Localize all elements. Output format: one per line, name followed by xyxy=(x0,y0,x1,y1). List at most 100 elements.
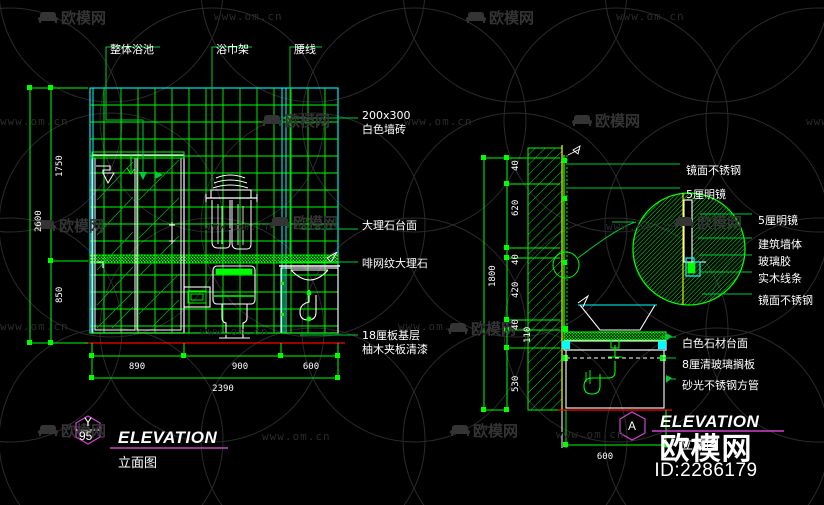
watermark-brand-text: 欧模网 xyxy=(61,423,107,440)
elevation-tag-right[interactable] xyxy=(619,411,784,441)
right-horizontal-dimension-text: 600 xyxy=(596,452,614,462)
watermark-brand-logo: 欧模网 xyxy=(36,215,104,236)
left-horizontal-dimension-text: 890 xyxy=(128,362,146,372)
watermark-url: www.om.cn xyxy=(404,115,473,128)
watermark-brand-logo: 欧模网 xyxy=(572,110,640,131)
shower-head xyxy=(96,165,111,174)
vertical-dimension-left xyxy=(29,87,88,344)
right-callout-glass-glue-label: 玻璃胶 xyxy=(758,255,791,268)
vanity-section xyxy=(558,294,672,411)
sofa-icon xyxy=(448,323,468,334)
sofa-icon xyxy=(36,220,56,231)
elevation-subtitle-right: 立面图 xyxy=(680,438,720,453)
left-elevation-drawing[interactable] xyxy=(27,46,358,449)
horizontal-dimension-right xyxy=(565,410,667,448)
watermark-url: www.om.cn xyxy=(0,320,69,333)
watermark-brand-logo: 欧模网 xyxy=(466,7,534,28)
right-callout-solid-wood-line-label: 实木线条 xyxy=(758,272,802,285)
left-callout-waist-line-label: 腰线 xyxy=(294,43,316,56)
watermark-brand-text: 欧模网 xyxy=(489,10,535,27)
right-vertical-dimension-text: 620 xyxy=(511,199,521,216)
right-vertical-dimension-text: 40 xyxy=(511,254,521,265)
left-horizontal-dimension-text: 2390 xyxy=(212,384,234,394)
watermark-brand-text: 欧模网 xyxy=(697,215,743,232)
elevation-title-right: ELEVATION xyxy=(660,412,760,431)
left-vertical-dimension-text: 850 xyxy=(55,286,65,303)
right-vertical-dimension-text: 40 xyxy=(511,160,521,171)
sofa-icon xyxy=(38,425,58,436)
watermark-brand-text: 欧模网 xyxy=(59,218,105,235)
right-callout-brushed-steel-tube-label: 砂光不锈钢方管 xyxy=(682,379,759,392)
watermark-url: www.om.cn xyxy=(204,220,273,233)
right-callout-mirror-5mm-label: 5厘明镜 xyxy=(758,214,798,227)
towel-rack-assembly xyxy=(205,174,258,250)
watermark-url: www.om.cn xyxy=(262,430,331,443)
right-section-drawing[interactable] xyxy=(481,145,784,448)
mirror-panel xyxy=(562,155,568,332)
watermark-brand-text: 欧模网 xyxy=(293,215,339,232)
watermark-url: www.om.cn xyxy=(556,428,625,441)
detail-circle xyxy=(612,192,752,306)
left-callout-marble-top-label: 大理石台面 xyxy=(362,219,417,232)
watermark-brand-logo: 欧模网 xyxy=(450,420,518,441)
door-handle xyxy=(169,222,175,244)
watermark-brand-text: 欧模网 xyxy=(473,423,519,440)
watermark-brand-text: 欧模网 xyxy=(285,113,331,130)
left-callout-towel-rack-label: 浴巾架 xyxy=(216,43,249,56)
sofa-icon xyxy=(466,12,486,23)
dimension-ticks xyxy=(27,85,53,345)
detail-leader xyxy=(577,221,637,259)
elevation-tag-left[interactable] xyxy=(75,415,228,449)
waist-line-band xyxy=(89,254,339,264)
right-vertical-dimension-text: 40 xyxy=(511,319,521,330)
watermark-brand-text: 欧模网 xyxy=(471,321,517,338)
left-vertical-dimension-text: 2600 xyxy=(34,210,44,232)
watermark-url: www.om.cn xyxy=(0,115,69,128)
watermark-url: www.om.cn xyxy=(806,115,824,128)
sofa-icon xyxy=(38,12,58,23)
callout-leaders-top xyxy=(105,46,322,258)
right-callout-building-wall-label: 建筑墙体 xyxy=(758,238,802,251)
watermark-brand-logo: 欧模网 xyxy=(38,7,106,28)
right-callout-glass-shelf-8mm-label: 8厘清玻璃搁板 xyxy=(682,358,755,371)
right-callout-mirror-stainless-top-label: 镜面不锈钢 xyxy=(686,164,741,177)
elevation-tag-letter-right: A xyxy=(628,419,637,433)
elevation-tag-letter-left: Y xyxy=(84,415,93,429)
callout-leaders-right xyxy=(283,117,358,336)
elevation-tag-number-left: 95 xyxy=(79,429,93,443)
elevation-title-left: ELEVATION xyxy=(118,428,218,447)
detail-reference-circle xyxy=(552,251,580,279)
right-callout-mirror-5mm-top-label: 5厘明镜 xyxy=(686,188,726,201)
right-callout-mirror-stainless-label: 镜面不锈钢 xyxy=(758,294,813,307)
watermark-brand-logo: 欧模网 xyxy=(270,212,338,233)
right-vertical-dimension-text: 110 xyxy=(523,326,533,343)
right-vertical-dimension-text: 420 xyxy=(511,281,521,298)
elevation-subtitle-left: 立面图 xyxy=(118,456,158,471)
sofa-icon xyxy=(270,217,290,228)
upper-callout-leaders xyxy=(568,163,680,189)
building-wall-hatch xyxy=(527,147,563,411)
sofa-icon xyxy=(262,115,282,126)
watermark-brand-logo: 欧模网 xyxy=(448,318,516,339)
right-vertical-dimension-text: 1800 xyxy=(488,265,498,287)
vanity-sink-elevation xyxy=(279,251,340,334)
left-horizontal-dimension-text: 600 xyxy=(302,362,320,372)
left-vertical-dimension-text: 1750 xyxy=(55,155,65,177)
watermark-url: www.om.cn xyxy=(616,10,685,23)
watermark-url: www.om.cn xyxy=(200,325,269,338)
vertical-dimension-right xyxy=(483,157,560,411)
left-callout-plywood-base-label: 18厘板基层柚木夹板清漆 xyxy=(362,329,428,357)
watermark-brand-logo: 欧模网 xyxy=(38,420,106,441)
watermark-brand-text: 欧模网 xyxy=(61,10,107,27)
left-callout-bathtub-label: 整体浴池 xyxy=(110,43,154,56)
left-callout-coffee-marble-label: 啡网纹大理石 xyxy=(362,257,428,270)
id-watermark: ID:2286179 xyxy=(654,460,758,481)
left-horizontal-dimension-text: 900 xyxy=(231,362,249,372)
tile-accent-lines xyxy=(92,88,287,333)
toilet xyxy=(183,265,256,339)
watermark-url: www.om.cn xyxy=(214,10,283,23)
watermark-url: www.om.cn xyxy=(606,220,675,233)
watermark-brand-logo: 欧模网 xyxy=(262,110,330,131)
